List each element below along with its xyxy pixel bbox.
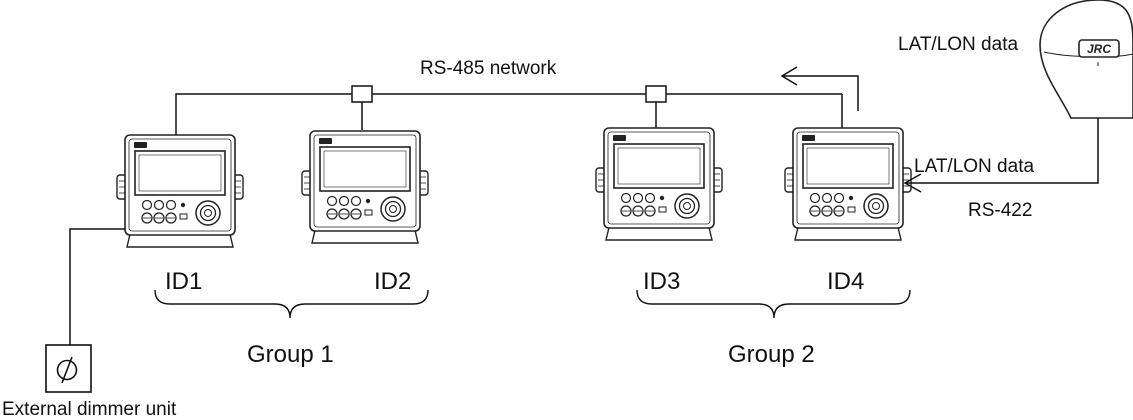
rs485-network-line bbox=[175, 93, 843, 137]
gps-antenna-icon: JRC bbox=[1039, 0, 1133, 119]
display-unit-id2 bbox=[301, 130, 429, 244]
rs422-cable bbox=[903, 118, 1099, 193]
gps-input-label: LAT/LON data bbox=[914, 156, 1035, 177]
dimmer-label: External dimmer unit bbox=[2, 399, 177, 420]
display-unit-id3 bbox=[595, 127, 723, 241]
id1-label: ID1 bbox=[165, 268, 203, 295]
dimmer-cable bbox=[69, 228, 125, 345]
group-1-label: Group 1 bbox=[247, 341, 334, 368]
group-2-label: Group 2 bbox=[728, 341, 815, 368]
junction-box-1 bbox=[351, 85, 373, 103]
display-unit-id4 bbox=[784, 127, 912, 241]
id4-label: ID4 bbox=[827, 268, 865, 295]
id2-label: ID2 bbox=[374, 268, 412, 295]
latlon-data-arrow bbox=[780, 66, 859, 111]
latlon-data-label: LAT/LON data bbox=[898, 34, 1019, 55]
id3-label: ID3 bbox=[643, 268, 681, 295]
external-dimmer-unit bbox=[45, 344, 92, 393]
gps-badge: JRC bbox=[1087, 42, 1111, 56]
dimmer-knob-icon bbox=[61, 356, 73, 384]
display-unit-id1 bbox=[116, 134, 244, 248]
junction-box-2 bbox=[645, 85, 667, 103]
group-1-brace bbox=[154, 289, 429, 319]
group-2-brace bbox=[636, 289, 911, 319]
network-label: RS-485 network bbox=[420, 58, 557, 79]
rs422-label: RS-422 bbox=[968, 200, 1033, 221]
